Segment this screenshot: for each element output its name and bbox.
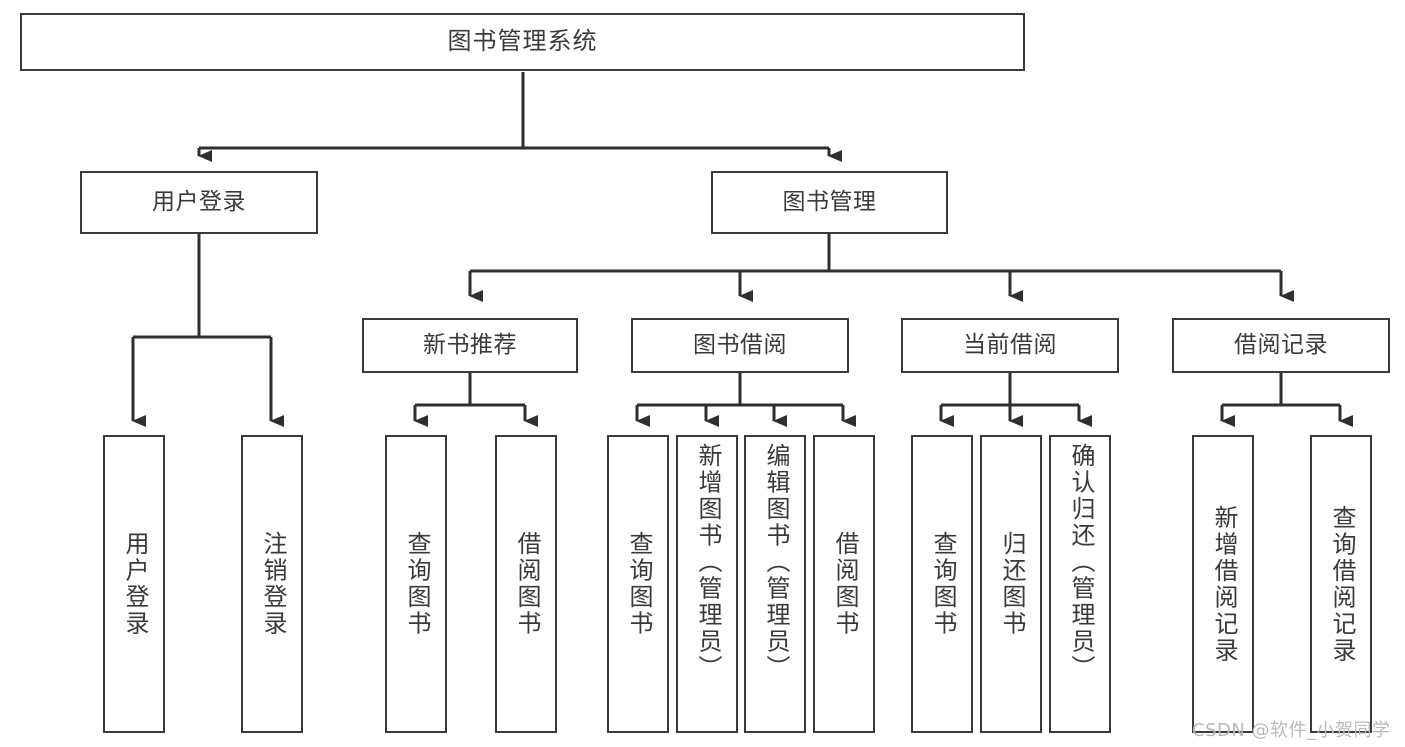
leaf-user-login-logout[interactable]: 注销登录: [241, 435, 303, 733]
node-new-book-recommend[interactable]: 新书推荐: [362, 318, 578, 373]
node-current-borrow[interactable]: 当前借阅: [901, 318, 1119, 373]
node-label: 借阅记录: [1234, 332, 1328, 359]
node-label: 图书管理系统: [447, 27, 598, 56]
leaf-book-borrow-edit-book-admin[interactable]: 编辑图书（管理员）: [744, 435, 806, 733]
node-label: 查询图书: [928, 531, 957, 637]
node-label: 图书借阅: [693, 332, 787, 359]
leaf-new-book-query-book[interactable]: 查询图书: [385, 435, 447, 733]
node-label: 注销登录: [258, 531, 287, 637]
leaf-new-book-borrow-book[interactable]: 借阅图书: [495, 435, 557, 733]
node-book-borrow[interactable]: 图书借阅: [631, 318, 849, 373]
node-label: 归还图书: [997, 531, 1026, 637]
leaf-current-borrow-return-book[interactable]: 归还图书: [980, 435, 1042, 733]
leaf-borrow-record-add-record[interactable]: 新增借阅记录: [1192, 435, 1254, 733]
node-label: 编辑图书（管理员）: [761, 443, 790, 682]
node-root-book-management-system[interactable]: 图书管理系统: [20, 13, 1025, 71]
node-label: 用户登录: [120, 531, 149, 637]
leaf-book-borrow-query-book[interactable]: 查询图书: [607, 435, 669, 733]
leaf-current-borrow-confirm-return-admin[interactable]: 确认归还（管理员）: [1049, 435, 1111, 733]
leaf-book-borrow-borrow-book[interactable]: 借阅图书: [813, 435, 875, 733]
node-label: 借阅图书: [512, 531, 541, 637]
node-book-management[interactable]: 图书管理: [711, 171, 948, 234]
node-label: 当前借阅: [963, 332, 1057, 359]
leaf-user-login-login[interactable]: 用户登录: [103, 435, 165, 733]
node-label: 图书管理: [782, 189, 877, 216]
leaf-book-borrow-add-book-admin[interactable]: 新增图书（管理员）: [676, 435, 738, 733]
node-user-login[interactable]: 用户登录: [80, 171, 318, 234]
node-label: 查询借阅记录: [1327, 504, 1356, 664]
node-label: 新增图书（管理员）: [693, 443, 722, 682]
node-borrow-record[interactable]: 借阅记录: [1172, 318, 1390, 373]
leaf-current-borrow-query-book[interactable]: 查询图书: [911, 435, 973, 733]
node-label: 确认归还（管理员）: [1066, 443, 1095, 682]
leaf-borrow-record-query-record[interactable]: 查询借阅记录: [1310, 435, 1372, 733]
node-label: 新书推荐: [423, 332, 517, 359]
node-label: 用户登录: [152, 189, 246, 216]
node-label: 查询图书: [402, 531, 431, 637]
node-label: 查询图书: [624, 531, 653, 637]
node-label: 新增借阅记录: [1209, 504, 1238, 664]
node-label: 借阅图书: [830, 531, 859, 637]
